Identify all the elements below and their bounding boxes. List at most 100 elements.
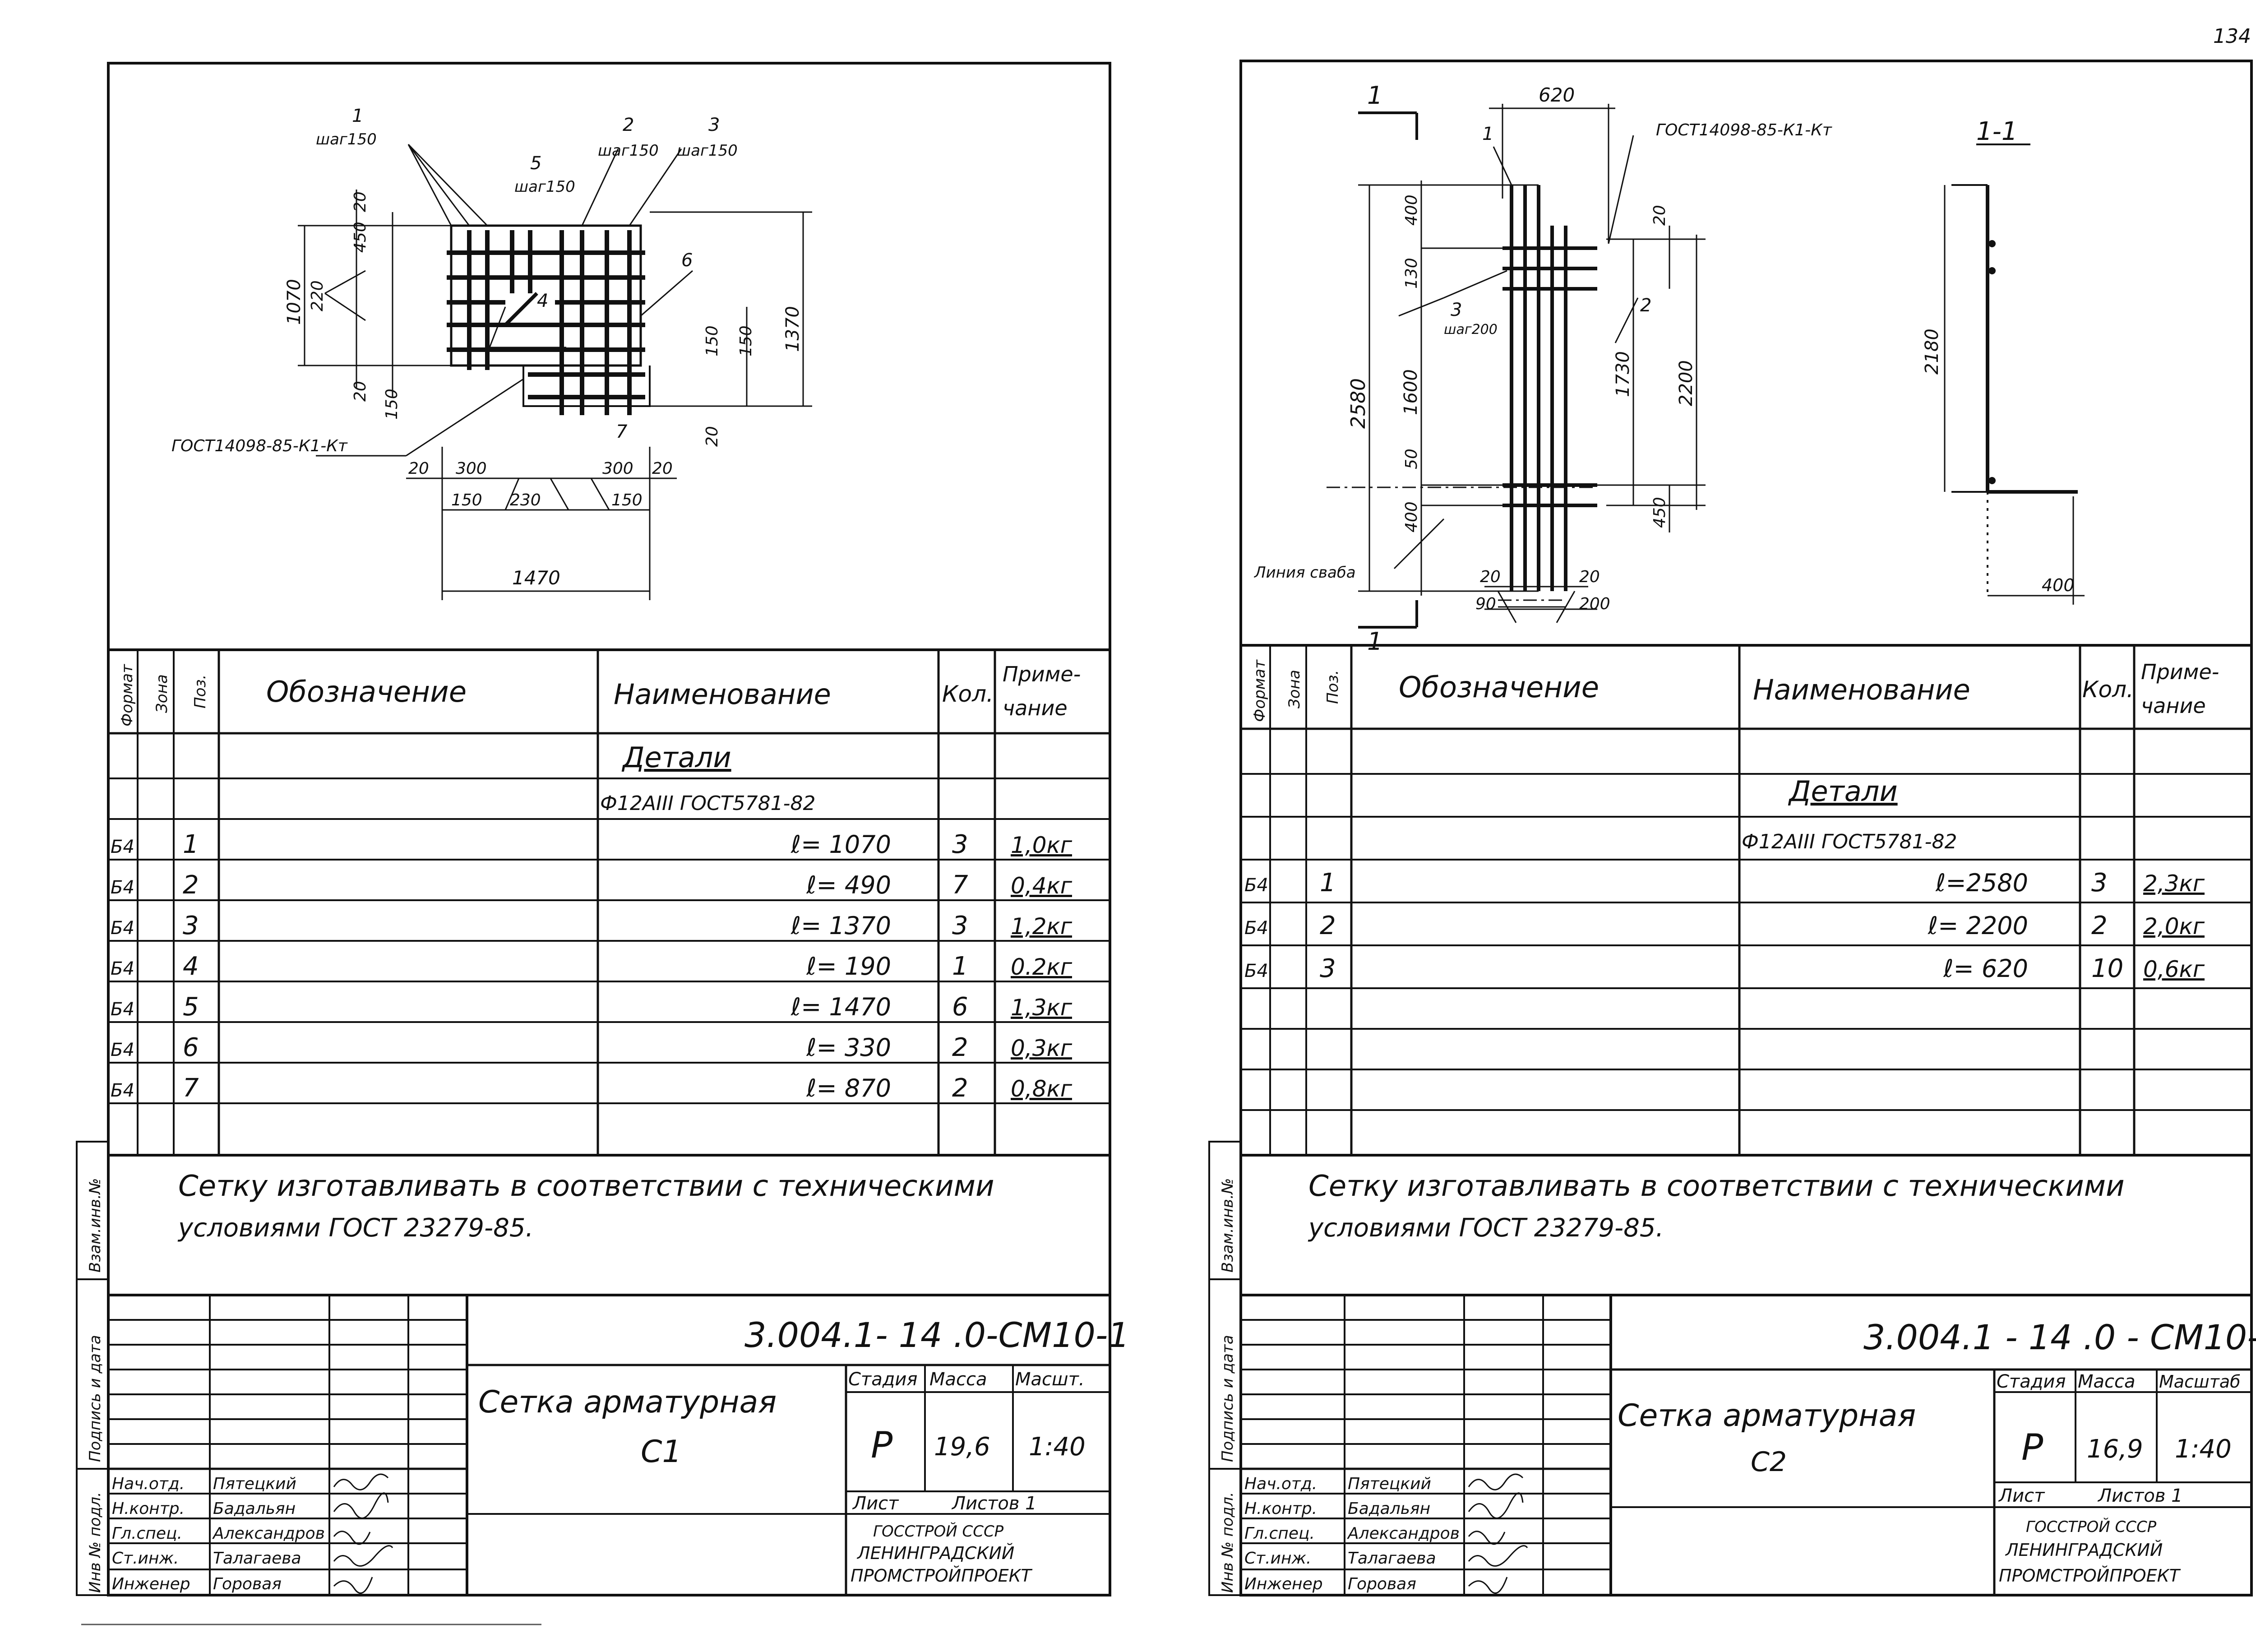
name-r-0: Пятецкий (1348, 1475, 1431, 1493)
left-row-2-note: 0,4кг (1011, 873, 1073, 899)
role-3: Ст.инж. (112, 1549, 179, 1568)
c2-dim-50: 50 (1402, 449, 1421, 469)
org-line-2: ЛЕНИНГРАДСКИЙ (856, 1543, 1014, 1563)
c2-dim-620: 620 (1539, 84, 1575, 106)
sheet-label: Лист (852, 1493, 899, 1514)
left-row-7-name: ℓ= 870 (806, 1074, 891, 1102)
left-row-6-note: 0,3кг (1011, 1035, 1073, 1061)
mass-value-r: 16,9 (2087, 1435, 2143, 1464)
spec-table-body-left: Детали Ф12АIII ГОСТ5781-82 (600, 741, 815, 815)
scale-value: 1:40 (1029, 1432, 1086, 1462)
left-row-3-qty: 3 (952, 911, 968, 940)
signatures-left (333, 1473, 393, 1594)
role-r-4: Инженер (1244, 1575, 1323, 1593)
hdr-note-2: чание (1003, 696, 1068, 720)
left-row-6-pos: 6 (183, 1033, 199, 1062)
hdr-format: Формат (118, 664, 136, 727)
left-row-2-pos: 2 (183, 870, 199, 900)
material: Ф12АIII ГОСТ5781-82 (600, 792, 815, 815)
stage-value: Р (871, 1424, 893, 1466)
c2-dim-2580: 2580 (1347, 378, 1370, 429)
stage-label-r: Стадия (1997, 1371, 2066, 1392)
left-row-1-pos: 1 (183, 830, 199, 859)
left-row-4-name: ℓ= 190 (806, 952, 891, 981)
c1-dim-220: 220 (308, 280, 327, 311)
mesh-c2-labels: 1 1 1 2 3 шаг200 620 ГОСТ14098-85-К1-Кт … (1253, 81, 2075, 656)
left-row-6-name: ℓ= 330 (806, 1033, 891, 1062)
c1-pos6-label: 6 (681, 250, 693, 271)
c2-bot-20r: 20 (1579, 568, 1600, 586)
mass-value: 19,6 (934, 1432, 990, 1462)
hdr-pos: Поз. (191, 675, 209, 708)
doc-code-r: 3.004.1 - 14 .0 - СМ10-2 (1863, 1317, 2256, 1357)
right-row-1-format: Б4 (1244, 875, 1268, 896)
mass-label-r: Масса (2078, 1371, 2136, 1392)
note-line-1: Сетку изготавливать в соответствии с тех… (178, 1170, 994, 1203)
org-line-3-r: ПРОМСТРОЙПРОЕКТ (1999, 1566, 2181, 1586)
org-line-1: ГОССТРОЙ СССР (873, 1522, 1004, 1541)
left-row-1-name: ℓ= 1070 (791, 830, 891, 859)
staff-list-right: Нач.отд. Н.контр. Гл.спец. Ст.инж. Инжен… (1244, 1475, 1460, 1593)
stamp-replace: Взам.инв.№ (86, 1178, 104, 1273)
left-row-2-name: ℓ= 490 (806, 871, 891, 899)
name-0: Пятецкий (213, 1475, 296, 1493)
side-stamp-left: Инв № подл. Подпись и дата Взам.инв.№ (86, 1178, 104, 1593)
hdr-note-2-r: чание (2141, 694, 2206, 718)
c2-weld-line: Линия сваба (1253, 564, 1356, 582)
right-row-2-pos: 2 (1320, 911, 1336, 940)
c2-section-title: 1-1 (1976, 117, 2017, 146)
role-r-1: Н.контр. (1244, 1499, 1317, 1518)
c2-section-mark-bottom: 1 (1367, 627, 1382, 656)
c2-dim-400a: 400 (1402, 194, 1421, 226)
title-line-2: С1 (641, 1434, 682, 1470)
left-row-7-note: 0,8кг (1011, 1076, 1073, 1102)
c2-step3: шаг200 (1444, 322, 1498, 338)
name-r-1: Бадальян (1348, 1499, 1430, 1518)
note-line-1-r: Сетку изготавливать в соответствии с тех… (1308, 1170, 2125, 1203)
hdr-note-1: Приме- (1003, 662, 1081, 686)
hdr-zone: Зона (153, 674, 171, 713)
c2-dim-20: 20 (1650, 205, 1669, 226)
left-row-2-qty: 7 (952, 870, 968, 900)
hdr-name-r: Наименование (1753, 673, 1970, 706)
role-1: Н.контр. (112, 1499, 185, 1518)
hdr-qty-r: Кол. (2082, 676, 2134, 703)
right-row-2-qty: 2 (2091, 911, 2108, 940)
c2-dim-2180: 2180 (1922, 329, 1942, 375)
scale-value-r: 1:40 (2175, 1435, 2232, 1464)
name-r-4: Горовая (1348, 1575, 1416, 1593)
c1-bot-150l: 150 (451, 491, 482, 509)
role-0: Нач.отд. (112, 1475, 185, 1493)
material-r: Ф12АIII ГОСТ5781-82 (1742, 830, 1957, 853)
title-line-1-r: Сетка арматурная (1618, 1398, 1916, 1434)
sheet-label-r: Лист (1998, 1485, 2045, 1506)
c1-dim-1070: 1070 (284, 279, 305, 325)
left-row-5-format: Б4 (111, 999, 134, 1020)
c1-dim-150c: 150 (737, 325, 755, 356)
left-row-1-format: Б4 (111, 837, 134, 857)
doc-code: 3.004.1- 14 .0-СМ10-1 (744, 1315, 1130, 1355)
c1-dim-20a: 20 (351, 191, 370, 212)
hdr-format-r: Формат (1251, 659, 1269, 722)
c1-pos1-label: 1 (352, 106, 363, 126)
page-number: 134 (2213, 25, 2251, 48)
right-row-3-name: ℓ= 620 (1943, 954, 2028, 983)
org-line-3: ПРОМСТРОЙПРОЕКТ (851, 1566, 1033, 1586)
mesh-c1-labels: 1 шаг150 2 шаг150 3 шаг150 5 шаг150 4 6 … (171, 106, 803, 589)
c2-dim-130: 130 (1402, 258, 1421, 289)
left-row-5-name: ℓ= 1470 (791, 993, 891, 1021)
side-stamp-right: Инв № подл. Подпись и дата Взам.инв.№ (1219, 1178, 1237, 1593)
left-row-2-format: Б4 (111, 877, 134, 898)
hdr-qty: Кол. (942, 681, 994, 707)
stage-label: Стадия (848, 1369, 917, 1390)
c2-dim-400c: 400 (2042, 575, 2075, 595)
title-line-2-r: С2 (1751, 1446, 1787, 1478)
c2-section-mark-top: 1 (1367, 81, 1382, 110)
stage-value-r: Р (2021, 1426, 2043, 1468)
right-row-2-format: Б4 (1244, 918, 1268, 939)
c1-bot-300l: 300 (456, 459, 487, 478)
sheet-left-svg: 1 шаг150 2 шаг150 3 шаг150 5 шаг150 4 6 … (76, 62, 1130, 1625)
left-row-3-pos: 3 (183, 911, 199, 940)
c1-dim-1370: 1370 (782, 306, 803, 352)
role-r-2: Гл.спец. (1244, 1524, 1315, 1543)
